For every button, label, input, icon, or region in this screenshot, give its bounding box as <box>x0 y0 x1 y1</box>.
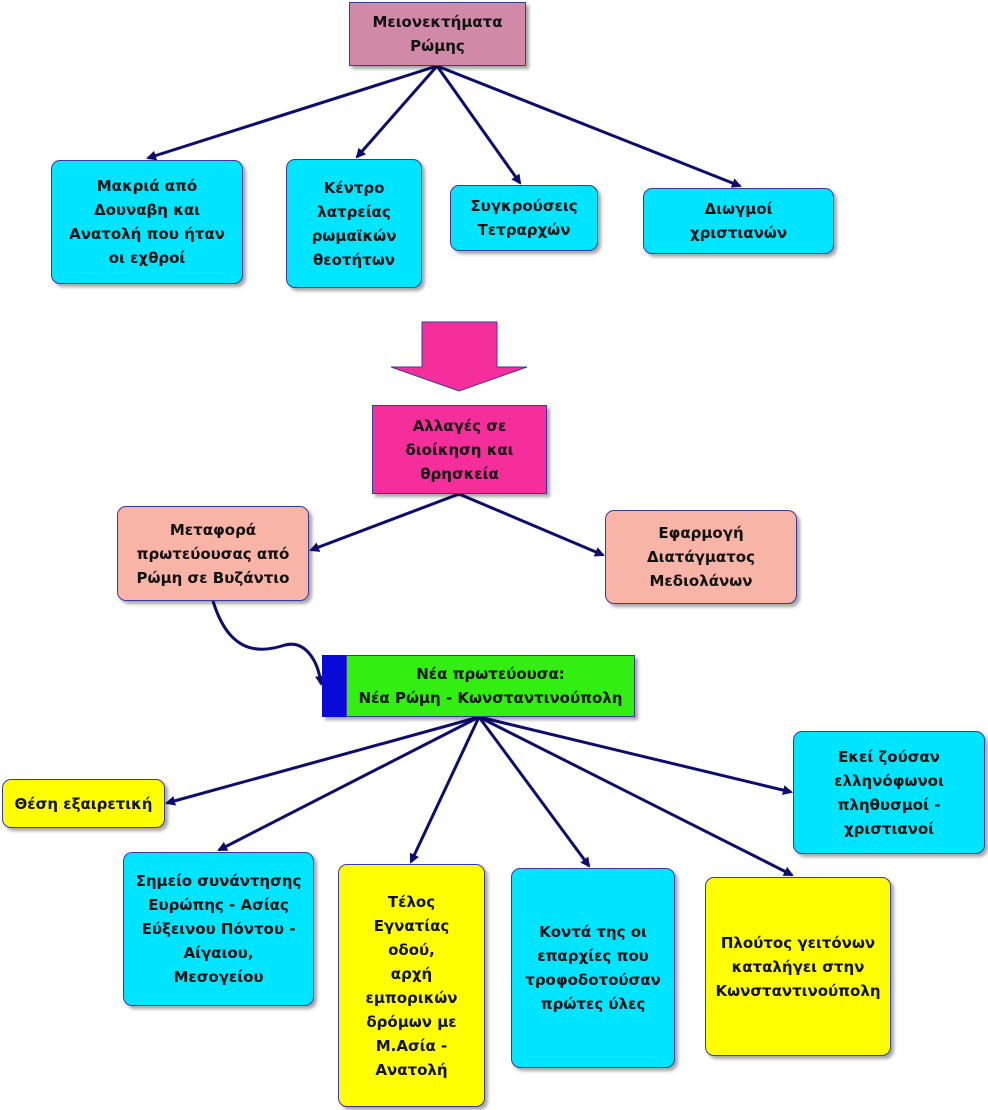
provinces-label: Κοντά της οι επαρχίες που τροφοδοτούσαν … <box>525 923 661 1013</box>
egnatia-node: Τέλος Εγνατίας οδού, αρχή εμπορικών δρόμ… <box>338 864 485 1107</box>
position-node: Θέση εξαιρετική <box>2 779 165 828</box>
root-node: Μειονεκτήματα Ρώμης <box>349 2 526 66</box>
root-label: Μειονεκτήματα Ρώμης <box>372 13 503 55</box>
meeting-point-label: Σημείο συνάντησης Ευρώπης - Ασίας Εύξειν… <box>135 872 302 986</box>
wealth-label: Πλούτος γειτόνων καταλήγει στην Κωνσταντ… <box>715 933 881 1000</box>
edge-root-disadv-2 <box>355 65 439 159</box>
edge-capital-greek <box>478 715 793 795</box>
capital-label: Νέα πρωτεύουσα: Νέα Ρώμη - Κωνσταντινούπ… <box>358 665 623 707</box>
changes-node: Αλλαγές σε διοίκηση και θρησκεία <box>372 405 547 494</box>
down-arrow-icon <box>390 321 528 392</box>
disadvantage-node-1: Μακριά από Δουναβη και Ανατολή που ήταν … <box>51 160 243 284</box>
egnatia-label: Τέλος Εγνατίας οδού, αρχή εμπορικών δρόμ… <box>365 892 458 1079</box>
provinces-node: Κοντά της οι επαρχίες που τροφοδοτούσαν … <box>511 868 675 1068</box>
edict-node: Εφαρμογή Διατάγματος Μεδιολάνων <box>605 510 797 604</box>
greek-population-label: Εκεί ζούσαν ελληνόφωνοι πληθυσμοί - χρισ… <box>834 747 944 838</box>
transfer-label: Μεταφορά πρωτεύουσας από Ρώμη σε Βυζάντι… <box>136 520 290 587</box>
wealth-node: Πλούτος γειτόνων καταλήγει στην Κωνσταντ… <box>705 877 891 1056</box>
edge-capital-meeting <box>217 715 480 852</box>
edge-root-disadv-1 <box>146 64 438 161</box>
capital-tab <box>322 655 346 717</box>
changes-label: Αλλαγές σε διοίκηση και θρησκεία <box>405 416 514 483</box>
transfer-node: Μεταφορά πρωτεύουσας από Ρώμη σε Βυζάντι… <box>117 506 309 601</box>
edge-root-disadv-4 <box>436 64 742 188</box>
disadvantage-label-4: Διωγμοί χριστιανών <box>689 200 788 242</box>
position-label: Θέση εξαιρετική <box>14 794 153 813</box>
edge-changes-transfer <box>309 492 460 552</box>
edge-capital-egnatia <box>409 716 481 864</box>
capital-node: Νέα πρωτεύουσα: Νέα Ρώμη - Κωνσταντινούπ… <box>346 655 635 717</box>
edict-label: Εφαρμογή Διατάγματος Μεδιολάνων <box>647 524 755 590</box>
edge-capital-wealth <box>478 715 794 877</box>
edge-transfer-capital <box>211 600 325 686</box>
meeting-point-node: Σημείο συνάντησης Ευρώπης - Ασίας Εύξειν… <box>123 852 314 1006</box>
greek-population-node: Εκεί ζούσαν ελληνόφωνοι πληθυσμοί - χρισ… <box>793 731 985 854</box>
disadvantage-node-3: Συγκρούσεις Τετραρχών <box>450 185 598 251</box>
disadvantage-node-2: Κέντρο λατρείας ρωμαϊκών θεοτήτων <box>286 159 422 288</box>
edge-capital-provinces <box>477 716 591 868</box>
disadvantage-node-4: Διωγμοί χριστιανών <box>643 188 834 254</box>
edge-capital-position <box>165 715 480 806</box>
disadvantage-label-3: Συγκρούσεις Τετραρχών <box>470 197 578 239</box>
edge-changes-edict <box>458 492 605 557</box>
disadvantage-label-2: Κέντρο λατρείας ρωμαϊκών θεοτήτων <box>311 178 397 269</box>
disadvantage-label-1: Μακριά από Δουναβη και Ανατολή που ήταν … <box>69 177 225 267</box>
edge-root-disadv-3 <box>435 65 522 185</box>
